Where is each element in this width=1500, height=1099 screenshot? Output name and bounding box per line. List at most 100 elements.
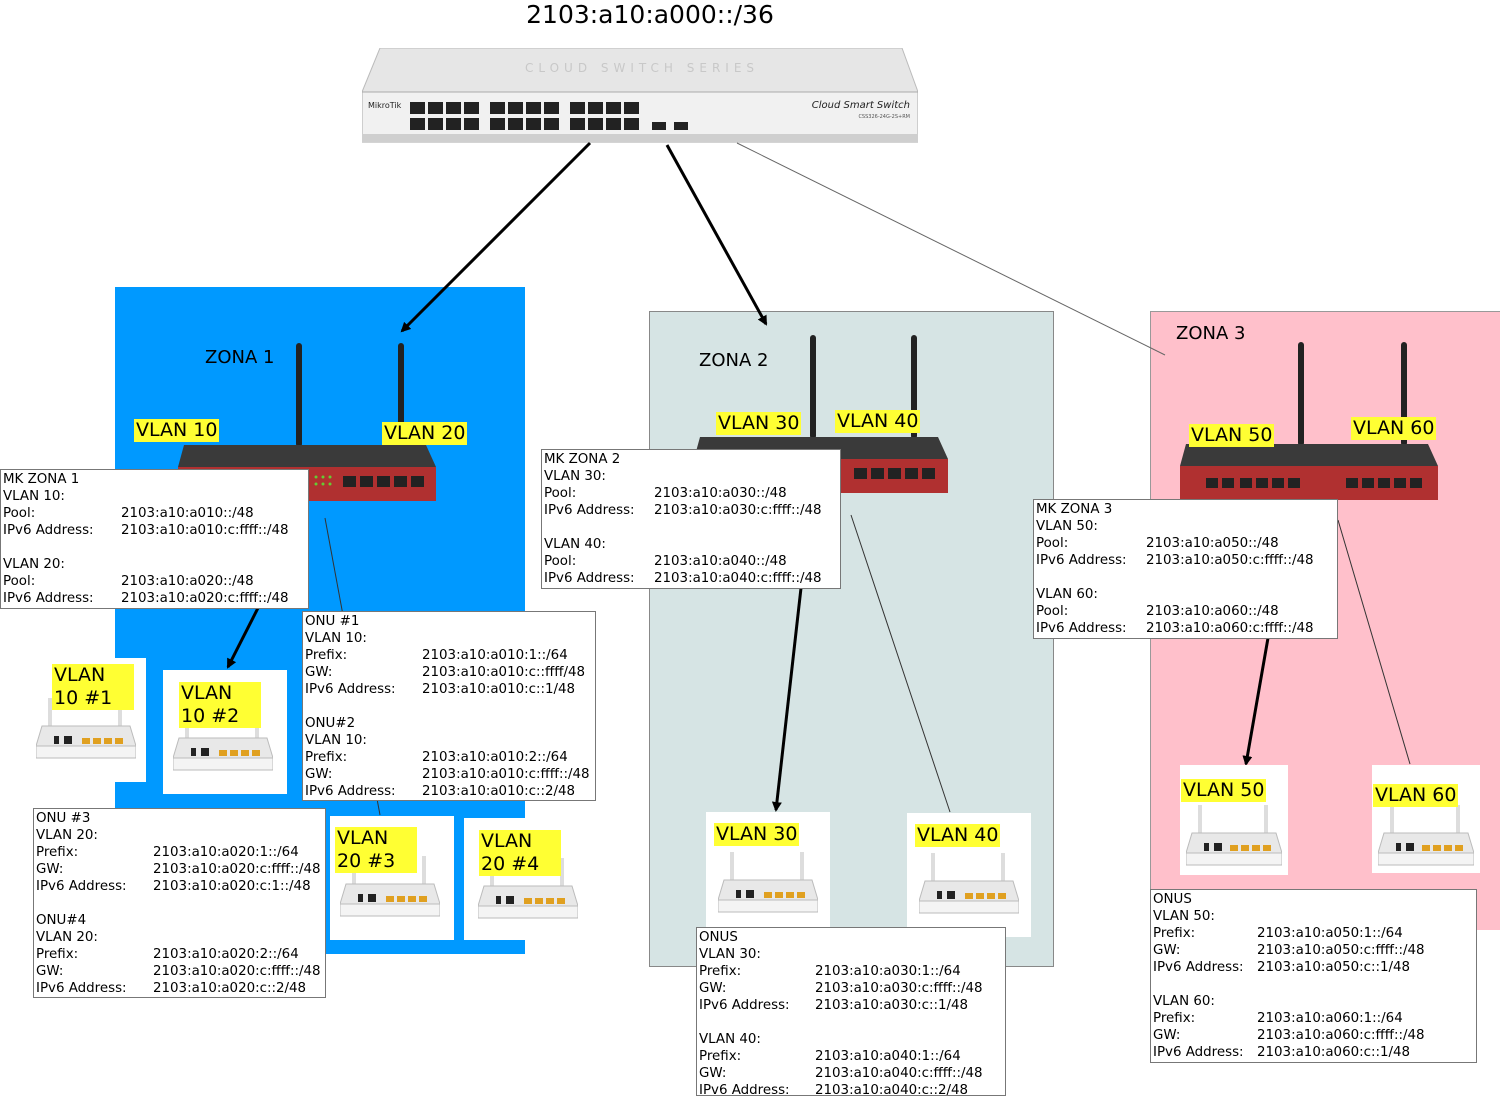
link-mk1-onu2 — [226, 607, 260, 669]
onu-device-icon — [1378, 805, 1474, 866]
link-mk2-onu30 — [771, 587, 803, 812]
onu-30-tag: VLAN 30 — [714, 823, 800, 846]
link-switch-zona1 — [400, 141, 592, 333]
link-mk3-onu60 — [1337, 519, 1411, 765]
zone-3-label: ZONA 3 — [1176, 323, 1246, 344]
info-row: VLAN 10: — [305, 630, 593, 647]
info-key: VLAN 30: — [544, 469, 606, 484]
info-row: Prefix:2103:a10:a040:1::/64 — [699, 1048, 1003, 1065]
info-row: VLAN 40: — [544, 536, 838, 553]
info-row — [699, 1014, 1003, 1031]
info-value: 2103:a10:a050:1::/64 — [1257, 926, 1403, 941]
info-row: Pool:2103:a10:a050::/48 — [1036, 535, 1335, 552]
info-key: GW: — [699, 981, 727, 996]
info-value: 2103:a10:a020:c:1::/48 — [153, 879, 311, 894]
onu-2-tag: VLAN 10 #2 — [179, 682, 261, 728]
info-value: 2103:a10:a030:c:ffff::/48 — [815, 981, 983, 996]
info-value: 2103:a10:a060:1::/64 — [1257, 1011, 1403, 1026]
info-key: IPv6 Address: — [1036, 621, 1127, 636]
info-box-title: ONUS — [1153, 892, 1192, 907]
info-value: 2103:a10:a010:c::1/48 — [422, 682, 576, 697]
info-key: GW: — [305, 767, 333, 782]
info-value: 2103:a10:a030::/48 — [654, 486, 787, 501]
info-value: 2103:a10:a040::/48 — [654, 554, 787, 569]
info-key: Prefix: — [36, 947, 79, 962]
info-value: 2103:a10:a040:c:ffff::/48 — [815, 1066, 983, 1081]
info-key: IPv6 Address: — [36, 981, 127, 996]
info-key: GW: — [36, 964, 64, 979]
switch-model-name: Cloud Smart Switch — [812, 100, 910, 111]
info-row: GW:2103:a10:a010:c::ffff/48 — [305, 664, 593, 681]
vlan-50-tag: VLAN 50 — [1189, 424, 1275, 447]
switch-series-text: CLOUD SWITCH SERIES — [525, 61, 759, 75]
info-key: VLAN 40: — [544, 537, 606, 552]
info-row: Prefix: 2103:a10:a050:1::/64 — [1153, 925, 1474, 942]
info-value: 2103:a10:a020:2::/64 — [153, 947, 299, 962]
info-row: ONU#4 — [36, 912, 323, 929]
onu-1-tag: VLAN 10 #1 — [52, 664, 134, 710]
info-value: 2103:a10:a010:c:ffff::/48 — [121, 523, 289, 538]
info-row: GW: 2103:a10:a010:c:ffff::/48 — [305, 766, 593, 783]
info-value: 2103:a10:a020:c:ffff::/48 — [153, 862, 321, 877]
info-value: 2103:a10:a050:c:ffff::/48 — [1146, 553, 1314, 568]
info-value: 2103:a10:a040:1::/64 — [815, 1049, 961, 1064]
onu-card-60 — [1372, 765, 1480, 873]
info-key: Prefix: — [36, 845, 79, 860]
info-value: 2103:a10:a040:c::2/48 — [815, 1083, 969, 1098]
info-row: IPv6 Address: 2103:a10:a060:c::1/48 — [1153, 1044, 1474, 1061]
info-key: IPv6 Address: — [1153, 960, 1244, 975]
info-key: VLAN 10: — [3, 489, 65, 504]
info-key: ONU#4 — [36, 913, 87, 928]
info-key: IPv6 Address: — [36, 879, 127, 894]
info-row: Pool:2103:a10:a060::/48 — [1036, 603, 1335, 620]
info-key: VLAN 20: — [3, 557, 65, 572]
info-key: Pool: — [544, 554, 577, 569]
info-key: IPv6 Address: — [3, 591, 94, 606]
info-key: Prefix: — [1153, 926, 1196, 941]
info-row: IPv6 Address: 2103:a10:a010:c:ffff::/48 — [3, 522, 306, 539]
info-value: 2103:a10:a030:1::/64 — [815, 964, 961, 979]
info-row: GW: 2103:a10:a050:c:ffff::/48 — [1153, 942, 1474, 959]
info-key: IPv6 Address: — [1153, 1045, 1244, 1060]
info-key: IPv6 Address: — [544, 503, 635, 518]
info-key: GW: — [1153, 943, 1181, 958]
info-key: GW: — [36, 862, 64, 877]
info-row — [1153, 976, 1474, 993]
info-value: 2103:a10:a010:1::/64 — [422, 648, 568, 663]
onu-device-icon — [36, 698, 136, 759]
info-key: VLAN 10: — [305, 631, 367, 646]
onu-3-tag: VLAN 20 #3 — [335, 827, 417, 873]
info-row: IPv6 Address: 2103:a10:a050:c::1/48 — [1153, 959, 1474, 976]
info-row: IPv6 Address: 2103:a10:a020:c:1::/48 — [36, 878, 323, 895]
info-value: 2103:a10:a020::/48 — [121, 574, 254, 589]
info-key: IPv6 Address: — [699, 1083, 790, 1098]
link-switch-zona3 — [736, 142, 1166, 356]
zone-1-label: ZONA 1 — [205, 347, 275, 368]
info-key: Prefix: — [1153, 1011, 1196, 1026]
info-row: Pool: 2103:a10:a030::/48 — [544, 485, 838, 502]
info-value: 2103:a10:a010:c:ffff::/48 — [422, 767, 590, 782]
info-key: IPv6 Address: — [3, 523, 94, 538]
info-value: 2103:a10:a050:c::1/48 — [1257, 960, 1411, 975]
info-key: Pool: — [1036, 536, 1069, 551]
info-value: 2103:a10:a050:c:ffff::/48 — [1257, 943, 1425, 958]
info-row: ONU#2 — [305, 715, 593, 732]
info-key: Pool: — [544, 486, 577, 501]
info-key: GW: — [305, 665, 333, 680]
info-row: GW:2103:a10:a040:c:ffff::/48 — [699, 1065, 1003, 1082]
info-key: VLAN 20: — [36, 828, 98, 843]
info-row: GW:2103:a10:a020:c:ffff::/48 — [36, 963, 323, 980]
info-value: 2103:a10:a010:2::/64 — [422, 750, 568, 765]
vlan-60-tag: VLAN 60 — [1351, 417, 1437, 440]
info-key: VLAN 10: — [305, 733, 367, 748]
info-row: VLAN 60: — [1036, 586, 1335, 603]
info-value: 2103:a10:a060:c::1/48 — [1257, 1045, 1411, 1060]
onu-device-icon — [173, 710, 273, 771]
info-value: 2103:a10:a060:c:ffff::/48 — [1257, 1028, 1425, 1043]
info-row: VLAN 40: — [699, 1031, 1003, 1048]
info-row: VLAN 20: — [36, 929, 323, 946]
info-box-title: MK ZONA 2 — [544, 452, 621, 467]
